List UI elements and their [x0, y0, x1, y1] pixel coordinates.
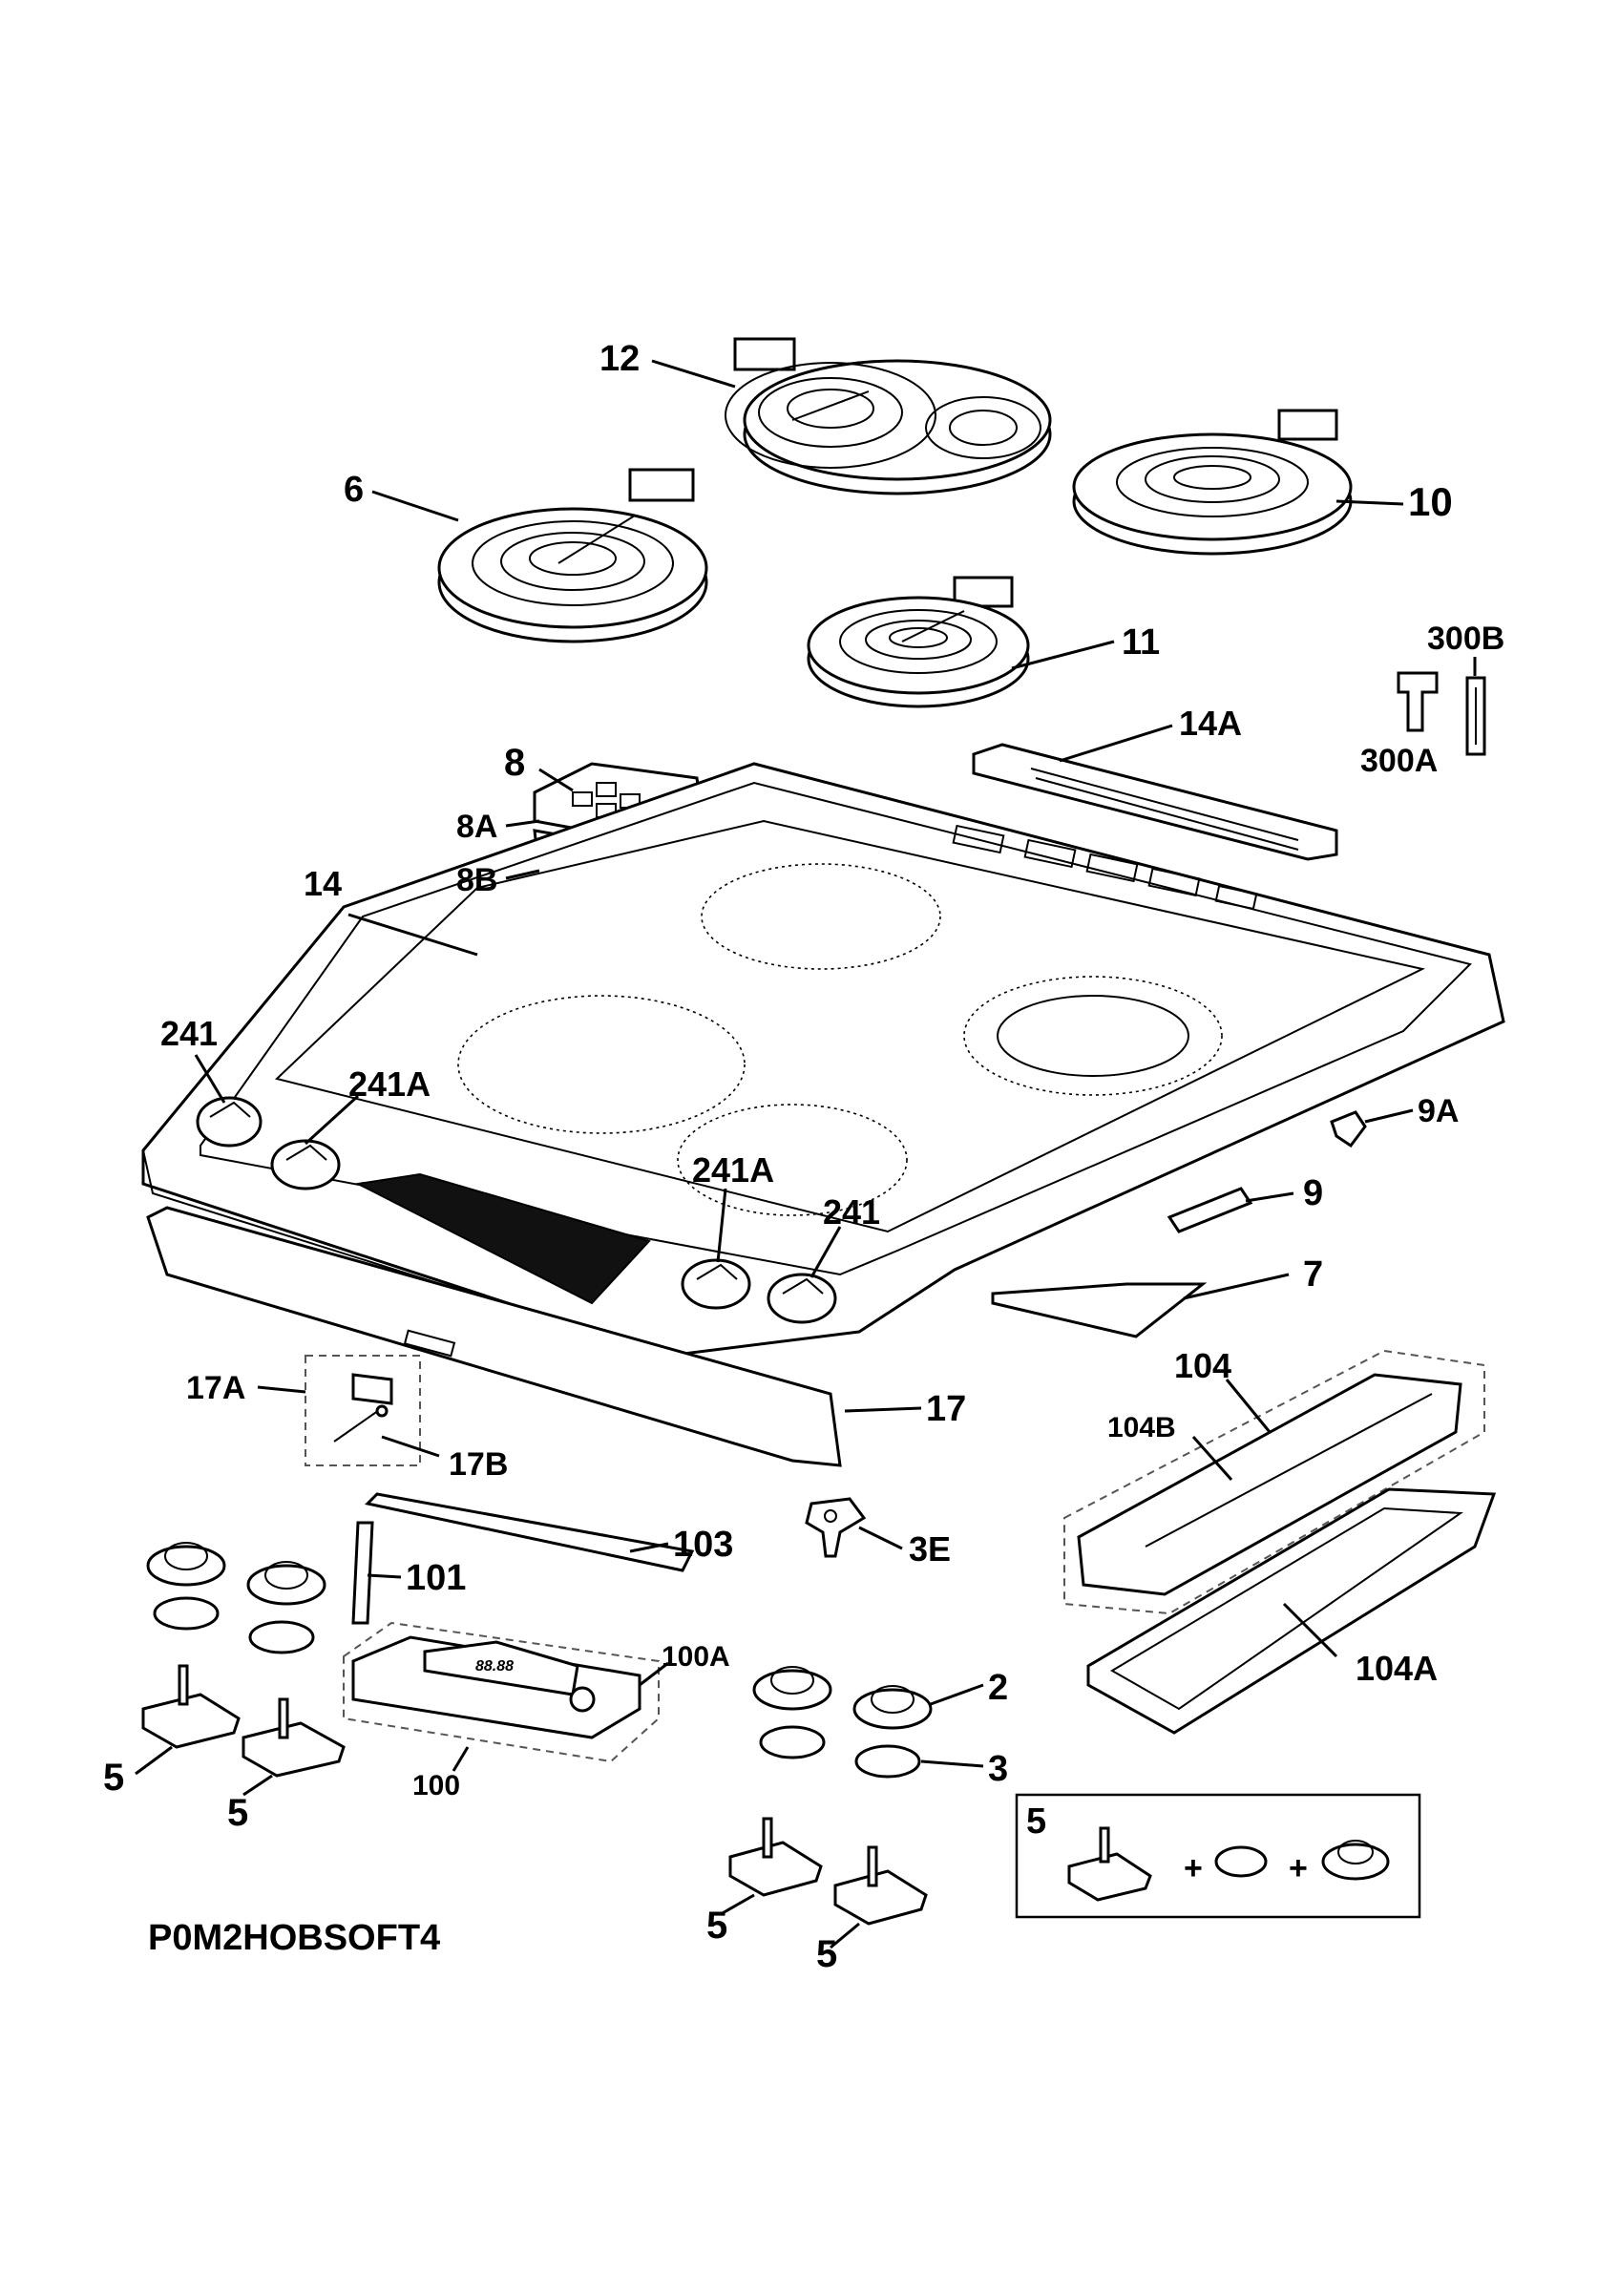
control-rail-14a: [972, 743, 1338, 861]
callout-104b: 104B: [1107, 1412, 1176, 1443]
callout-241-right: 241: [823, 1192, 880, 1232]
kit-plus-2: +: [1289, 1850, 1308, 1886]
heating-element-6: [437, 468, 708, 643]
callout-3: 3: [988, 1749, 1008, 1789]
switch-5-a: [141, 1664, 241, 1749]
part-3e: [805, 1497, 867, 1558]
callout-17: 17: [926, 1389, 966, 1429]
callout-5-a: 5: [103, 1757, 124, 1799]
callout-104a: 104A: [1356, 1649, 1438, 1688]
leader-lines: [135, 359, 1477, 1949]
callout-2: 2: [988, 1668, 1008, 1708]
callout-6: 6: [344, 470, 364, 510]
ribbon-101: [351, 1521, 374, 1625]
callout-241a-right: 241A: [692, 1150, 774, 1190]
callout-8: 8: [504, 742, 525, 784]
callout-labels: 12 6 10 11 300B 300A 14A 8 8A 8B 14 241 …: [103, 339, 1504, 1975]
callout-241-left: 241: [160, 1014, 218, 1053]
heating-element-10: [1072, 409, 1353, 556]
callout-241a-left: 241A: [348, 1064, 431, 1104]
board-104: [1063, 1349, 1485, 1615]
knob-bezels-left: [146, 1542, 326, 1654]
display-readout: 88.88: [475, 1658, 514, 1675]
callout-11: 11: [1122, 622, 1160, 663]
callout-9a: 9A: [1418, 1093, 1459, 1129]
display-module-100: 88.88: [343, 1621, 660, 1763]
callout-300b: 300B: [1427, 621, 1504, 657]
strip-7: [991, 1282, 1208, 1338]
knob-241-left: [196, 1096, 263, 1148]
knob-241a-left: [270, 1139, 341, 1190]
switch-5-d: [833, 1845, 928, 1926]
callout-17a: 17A: [186, 1370, 245, 1406]
bracket-300a: [1397, 671, 1439, 732]
callout-3e: 3E: [909, 1529, 951, 1569]
switch-kit-box: + +: [1015, 1793, 1421, 1919]
callout-101: 101: [406, 1558, 466, 1598]
callout-5-kit: 5: [1026, 1801, 1046, 1842]
knob-241-right: [767, 1273, 837, 1324]
callout-8b: 8B: [456, 862, 497, 898]
callout-5-c: 5: [706, 1905, 727, 1947]
bracket-300b: [1465, 676, 1486, 756]
callout-9: 9: [1303, 1173, 1323, 1213]
callout-5-d: 5: [816, 1933, 837, 1975]
strip-103: [364, 1492, 695, 1572]
callout-10: 10: [1408, 479, 1453, 524]
callout-17b: 17B: [449, 1446, 508, 1483]
callout-103: 103: [673, 1525, 733, 1565]
callout-14a: 14A: [1179, 704, 1242, 743]
knob-241a-right: [681, 1258, 751, 1310]
heating-element-11: [807, 576, 1030, 708]
bracket-9: [1167, 1187, 1253, 1233]
clip-9a: [1330, 1110, 1367, 1148]
callout-300a: 300A: [1360, 743, 1438, 779]
hob-top-14: [141, 762, 1505, 1358]
callout-100: 100: [412, 1770, 460, 1801]
callout-8a: 8A: [456, 809, 497, 845]
kit-plus-1: +: [1184, 1850, 1203, 1886]
callout-14: 14: [304, 864, 342, 903]
callout-104: 104: [1174, 1346, 1231, 1385]
diagram-code: P0M2HOBSOFT4: [148, 1918, 440, 1958]
knob-bezels-right: [752, 1666, 933, 1779]
heating-element-12: [725, 337, 1052, 495]
callout-100a: 100A: [662, 1641, 730, 1673]
switch-5-c: [728, 1817, 823, 1897]
callout-7: 7: [1303, 1254, 1323, 1295]
group-17a-17b: [305, 1355, 421, 1466]
switch-5-b: [242, 1697, 346, 1778]
front-trim-17: [146, 1206, 842, 1467]
callout-12: 12: [599, 339, 640, 379]
callout-5-b: 5: [227, 1792, 248, 1834]
